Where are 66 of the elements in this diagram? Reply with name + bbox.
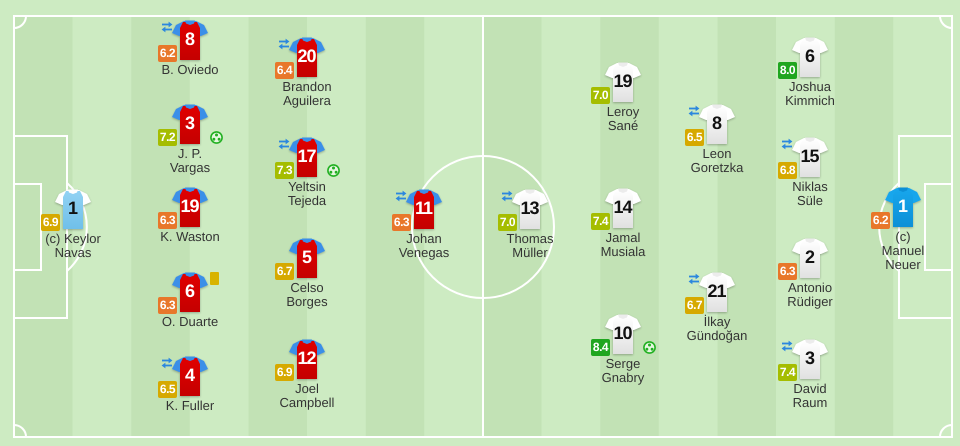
shirt-number: 13 [520, 198, 540, 218]
player-rating: 6.8 [778, 162, 797, 179]
shirt-number: 4 [185, 365, 195, 385]
player-name: K. Fuller [166, 399, 214, 413]
player-name: Joel Campbell [278, 382, 336, 410]
player-name: (c) Manuel Neuer [880, 230, 926, 272]
player-rating: 6.9 [275, 364, 294, 381]
player-name: Thomas Müller [506, 232, 554, 260]
player-rating: 6.7 [685, 297, 704, 314]
shirt-number: 20 [297, 46, 317, 66]
shirt-number: 1 [898, 196, 908, 216]
shirt-number: 1 [68, 198, 78, 218]
player-rating: 7.0 [591, 87, 610, 104]
shirt-number: 5 [302, 247, 312, 267]
player-name: J. P. Vargas [168, 147, 212, 175]
player-rating: 6.3 [392, 214, 411, 231]
player-name: Yeltsin Tejeda [286, 180, 328, 208]
player-name: Joshua Kimmich [784, 80, 836, 108]
player-rating: 6.7 [275, 263, 294, 280]
player-rating: 6.9 [41, 214, 60, 231]
player-rating: 6.4 [275, 62, 294, 79]
shirt-number: 12 [297, 348, 317, 368]
player-name: Antonio Rüdiger [786, 281, 834, 309]
player-rating: 7.3 [275, 162, 294, 179]
player-name: Leon Goretzka [690, 147, 744, 175]
player-rating: 6.3 [158, 297, 177, 314]
shirt-number: 8 [712, 113, 722, 133]
player-name: B. Oviedo [161, 63, 219, 77]
player-rating: 8.0 [778, 62, 797, 79]
player-name: O. Duarte [162, 315, 218, 329]
player-rating: 8.4 [591, 339, 610, 356]
player-name: İlkay Gündoğan [686, 315, 748, 343]
player-rating: 6.5 [158, 381, 177, 398]
player-name: Niklas Süle [791, 180, 829, 208]
player-name: David Raum [792, 382, 828, 410]
shirt-number: 2 [805, 247, 815, 267]
player-name: Johan Venegas [398, 232, 450, 260]
shirt-number: 19 [613, 71, 633, 91]
shirt-number: 6 [805, 46, 815, 66]
player-rating: 7.4 [591, 213, 610, 230]
shirt-number: 17 [297, 146, 317, 166]
player-rating: 6.2 [871, 212, 890, 229]
shirt-number: 8 [185, 29, 195, 49]
shirt-number: 3 [805, 348, 815, 368]
shirt-number: 19 [180, 196, 200, 216]
shirt-number: 10 [613, 323, 633, 343]
player-name: Serge Gnabry [600, 357, 646, 385]
shirt-number: 3 [185, 113, 195, 133]
player-name: K. Waston [160, 230, 220, 244]
shirt-number: 14 [613, 197, 633, 217]
player-name: Leroy Sané [606, 105, 640, 133]
player-name: Jamal Musiala [600, 231, 646, 259]
player-name: Brandon Aguilera [281, 80, 333, 108]
player-rating: 7.4 [778, 364, 797, 381]
player-rating: 6.3 [778, 263, 797, 280]
player-rating: 6.5 [685, 129, 704, 146]
player-rating: 6.3 [158, 212, 177, 229]
player-rating: 7.2 [158, 129, 177, 146]
player-name: (c) Keylor Navas [44, 232, 102, 260]
player-rating: 7.0 [498, 214, 517, 231]
shirt-number: 21 [707, 281, 727, 301]
shirt-number: 6 [185, 281, 195, 301]
player-rating: 6.2 [158, 45, 177, 62]
player-name: Celso Borges [285, 281, 329, 309]
shirt-number: 15 [800, 146, 820, 166]
shirt-number: 11 [414, 198, 434, 218]
